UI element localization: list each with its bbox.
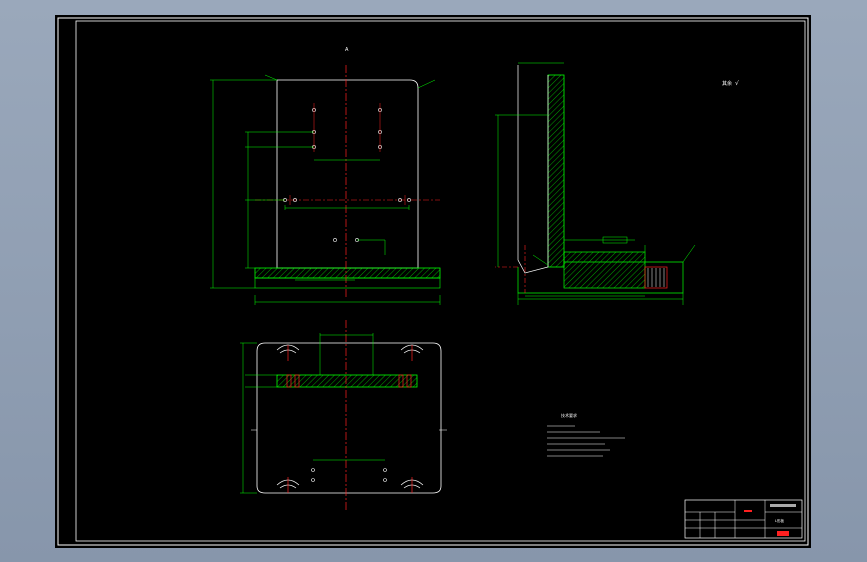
top-plate-outline <box>256 342 442 494</box>
front-view <box>210 65 441 305</box>
side-vertical-outline <box>517 65 549 274</box>
tech-requirements: 技术要求 <box>547 412 625 457</box>
roughness-note: 其余 <box>722 80 732 87</box>
roughness-symbol: √ <box>735 80 739 87</box>
front-base-section <box>254 267 441 279</box>
drawing-canvas: A <box>57 17 809 546</box>
title-block: L形板 <box>684 499 803 539</box>
top-view <box>240 320 447 510</box>
front-base-lower <box>254 277 441 289</box>
top-section-strip <box>276 374 418 388</box>
outer-frame <box>57 17 809 546</box>
title-name: L形板 <box>775 518 784 523</box>
side-view <box>495 62 696 305</box>
drawing-sheet: A <box>55 15 811 548</box>
side-tapped-hole <box>644 266 668 289</box>
side-base-section <box>563 251 646 289</box>
tech-req-heading: 技术要求 <box>561 412 577 418</box>
side-vertical-section <box>547 74 565 268</box>
inner-frame <box>75 20 806 542</box>
front-plate-outline <box>276 79 419 269</box>
section-mark: A <box>345 47 349 53</box>
